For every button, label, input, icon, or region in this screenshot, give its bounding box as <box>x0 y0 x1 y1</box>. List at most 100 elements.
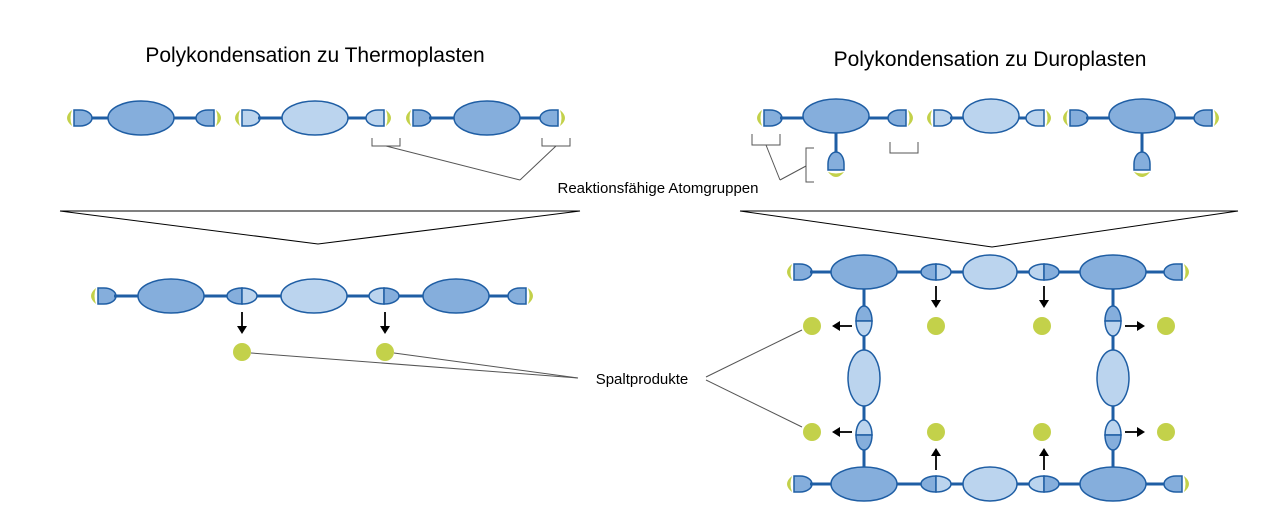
split-products-right <box>803 317 1175 441</box>
linkage <box>920 263 952 281</box>
chain-body <box>280 278 348 314</box>
split-arrows-right <box>832 286 1145 470</box>
split-product <box>1157 423 1175 441</box>
reactive-cap <box>560 110 565 126</box>
reactive-cap <box>1134 172 1150 177</box>
reactive-cap <box>927 110 932 126</box>
chain-body <box>137 278 205 314</box>
end-group <box>539 109 559 127</box>
end-group <box>933 109 953 127</box>
end-group <box>412 109 432 127</box>
split-product <box>1033 317 1051 335</box>
split-arrows-left <box>237 312 390 334</box>
split-products-leaders <box>250 329 803 428</box>
monomer-body <box>962 98 1020 134</box>
reactive-cap <box>235 110 240 126</box>
monomer-body <box>281 100 349 136</box>
linkage <box>855 419 873 451</box>
reactive-cap <box>757 110 762 126</box>
title-thermosets: Polykondensation zu Duroplasten <box>834 48 1147 71</box>
reactive-cap <box>1184 264 1189 280</box>
end-group <box>1025 109 1045 127</box>
reactive-cap <box>787 476 792 492</box>
end-group <box>827 151 845 171</box>
reactive-cap <box>1214 110 1219 126</box>
thermoset-network <box>787 254 1189 502</box>
split-product <box>1033 423 1051 441</box>
split-product <box>233 343 251 361</box>
split-product <box>803 317 821 335</box>
reactive-cap <box>91 288 96 304</box>
linkage <box>368 287 400 305</box>
network-node <box>962 254 1018 290</box>
end-group <box>793 263 813 281</box>
end-group <box>1193 109 1213 127</box>
network-node <box>830 254 898 290</box>
trifunctional-monomer-2 <box>1063 98 1219 177</box>
monomer-1 <box>67 100 221 136</box>
monomer-3 <box>406 100 565 136</box>
monomer-body <box>802 98 870 134</box>
network-node <box>1079 466 1147 502</box>
reactive-cap <box>406 110 411 126</box>
end-group <box>887 109 907 127</box>
end-group <box>97 287 117 305</box>
reactive-cap <box>828 172 844 177</box>
end-group <box>73 109 93 127</box>
title-thermoplastics: Polykondensation zu Thermoplasten <box>145 44 484 67</box>
chain-body <box>422 278 490 314</box>
split-product <box>927 423 945 441</box>
end-group <box>1163 475 1183 493</box>
monomer-2 <box>235 100 391 136</box>
trifunctional-monomer-1 <box>757 98 913 177</box>
split-product <box>927 317 945 335</box>
linkage <box>855 305 873 337</box>
end-group <box>1069 109 1089 127</box>
reactive-groups-brackets-left <box>371 138 571 181</box>
network-left-crosslink <box>847 289 881 467</box>
network-node <box>962 466 1018 502</box>
network-right-crosslink <box>1096 289 1130 467</box>
reactive-cap <box>1063 110 1068 126</box>
monomer-body <box>107 100 175 136</box>
reactive-cap <box>908 110 913 126</box>
network-node <box>1079 254 1147 290</box>
linkage <box>1028 263 1060 281</box>
reactive-cap <box>67 110 72 126</box>
funnel-right <box>739 210 1239 248</box>
end-group <box>241 109 261 127</box>
funnel-left <box>59 210 581 245</box>
label-reactive-groups: Reaktionsfähige Atomgruppen <box>558 180 759 197</box>
monomer-body <box>1108 98 1176 134</box>
network-top-chain <box>787 254 1189 290</box>
linear-monomer <box>927 98 1051 134</box>
thermoplastic-monomers <box>67 100 565 136</box>
label-split-products: Spaltprodukte <box>596 371 689 388</box>
end-group <box>763 109 783 127</box>
monomer-body <box>453 100 521 136</box>
end-group <box>195 109 215 127</box>
linkage <box>1028 475 1060 493</box>
thermoplastic-chain <box>91 278 533 314</box>
end-group <box>793 475 813 493</box>
linkage <box>1104 305 1122 337</box>
linkage <box>920 475 952 493</box>
reactive-cap <box>1046 110 1051 126</box>
network-bottom-chain <box>787 466 1189 502</box>
split-product <box>376 343 394 361</box>
network-node <box>1096 349 1130 407</box>
end-group <box>507 287 527 305</box>
split-product <box>1157 317 1175 335</box>
end-group <box>1163 263 1183 281</box>
linkage <box>226 287 258 305</box>
end-group <box>365 109 385 127</box>
reactive-cap <box>386 110 391 126</box>
split-product <box>803 423 821 441</box>
reactive-groups-brackets-right <box>751 134 919 183</box>
linkage <box>1104 419 1122 451</box>
reactive-cap <box>787 264 792 280</box>
network-node <box>830 466 898 502</box>
network-node <box>847 349 881 407</box>
reactive-cap <box>1184 476 1189 492</box>
